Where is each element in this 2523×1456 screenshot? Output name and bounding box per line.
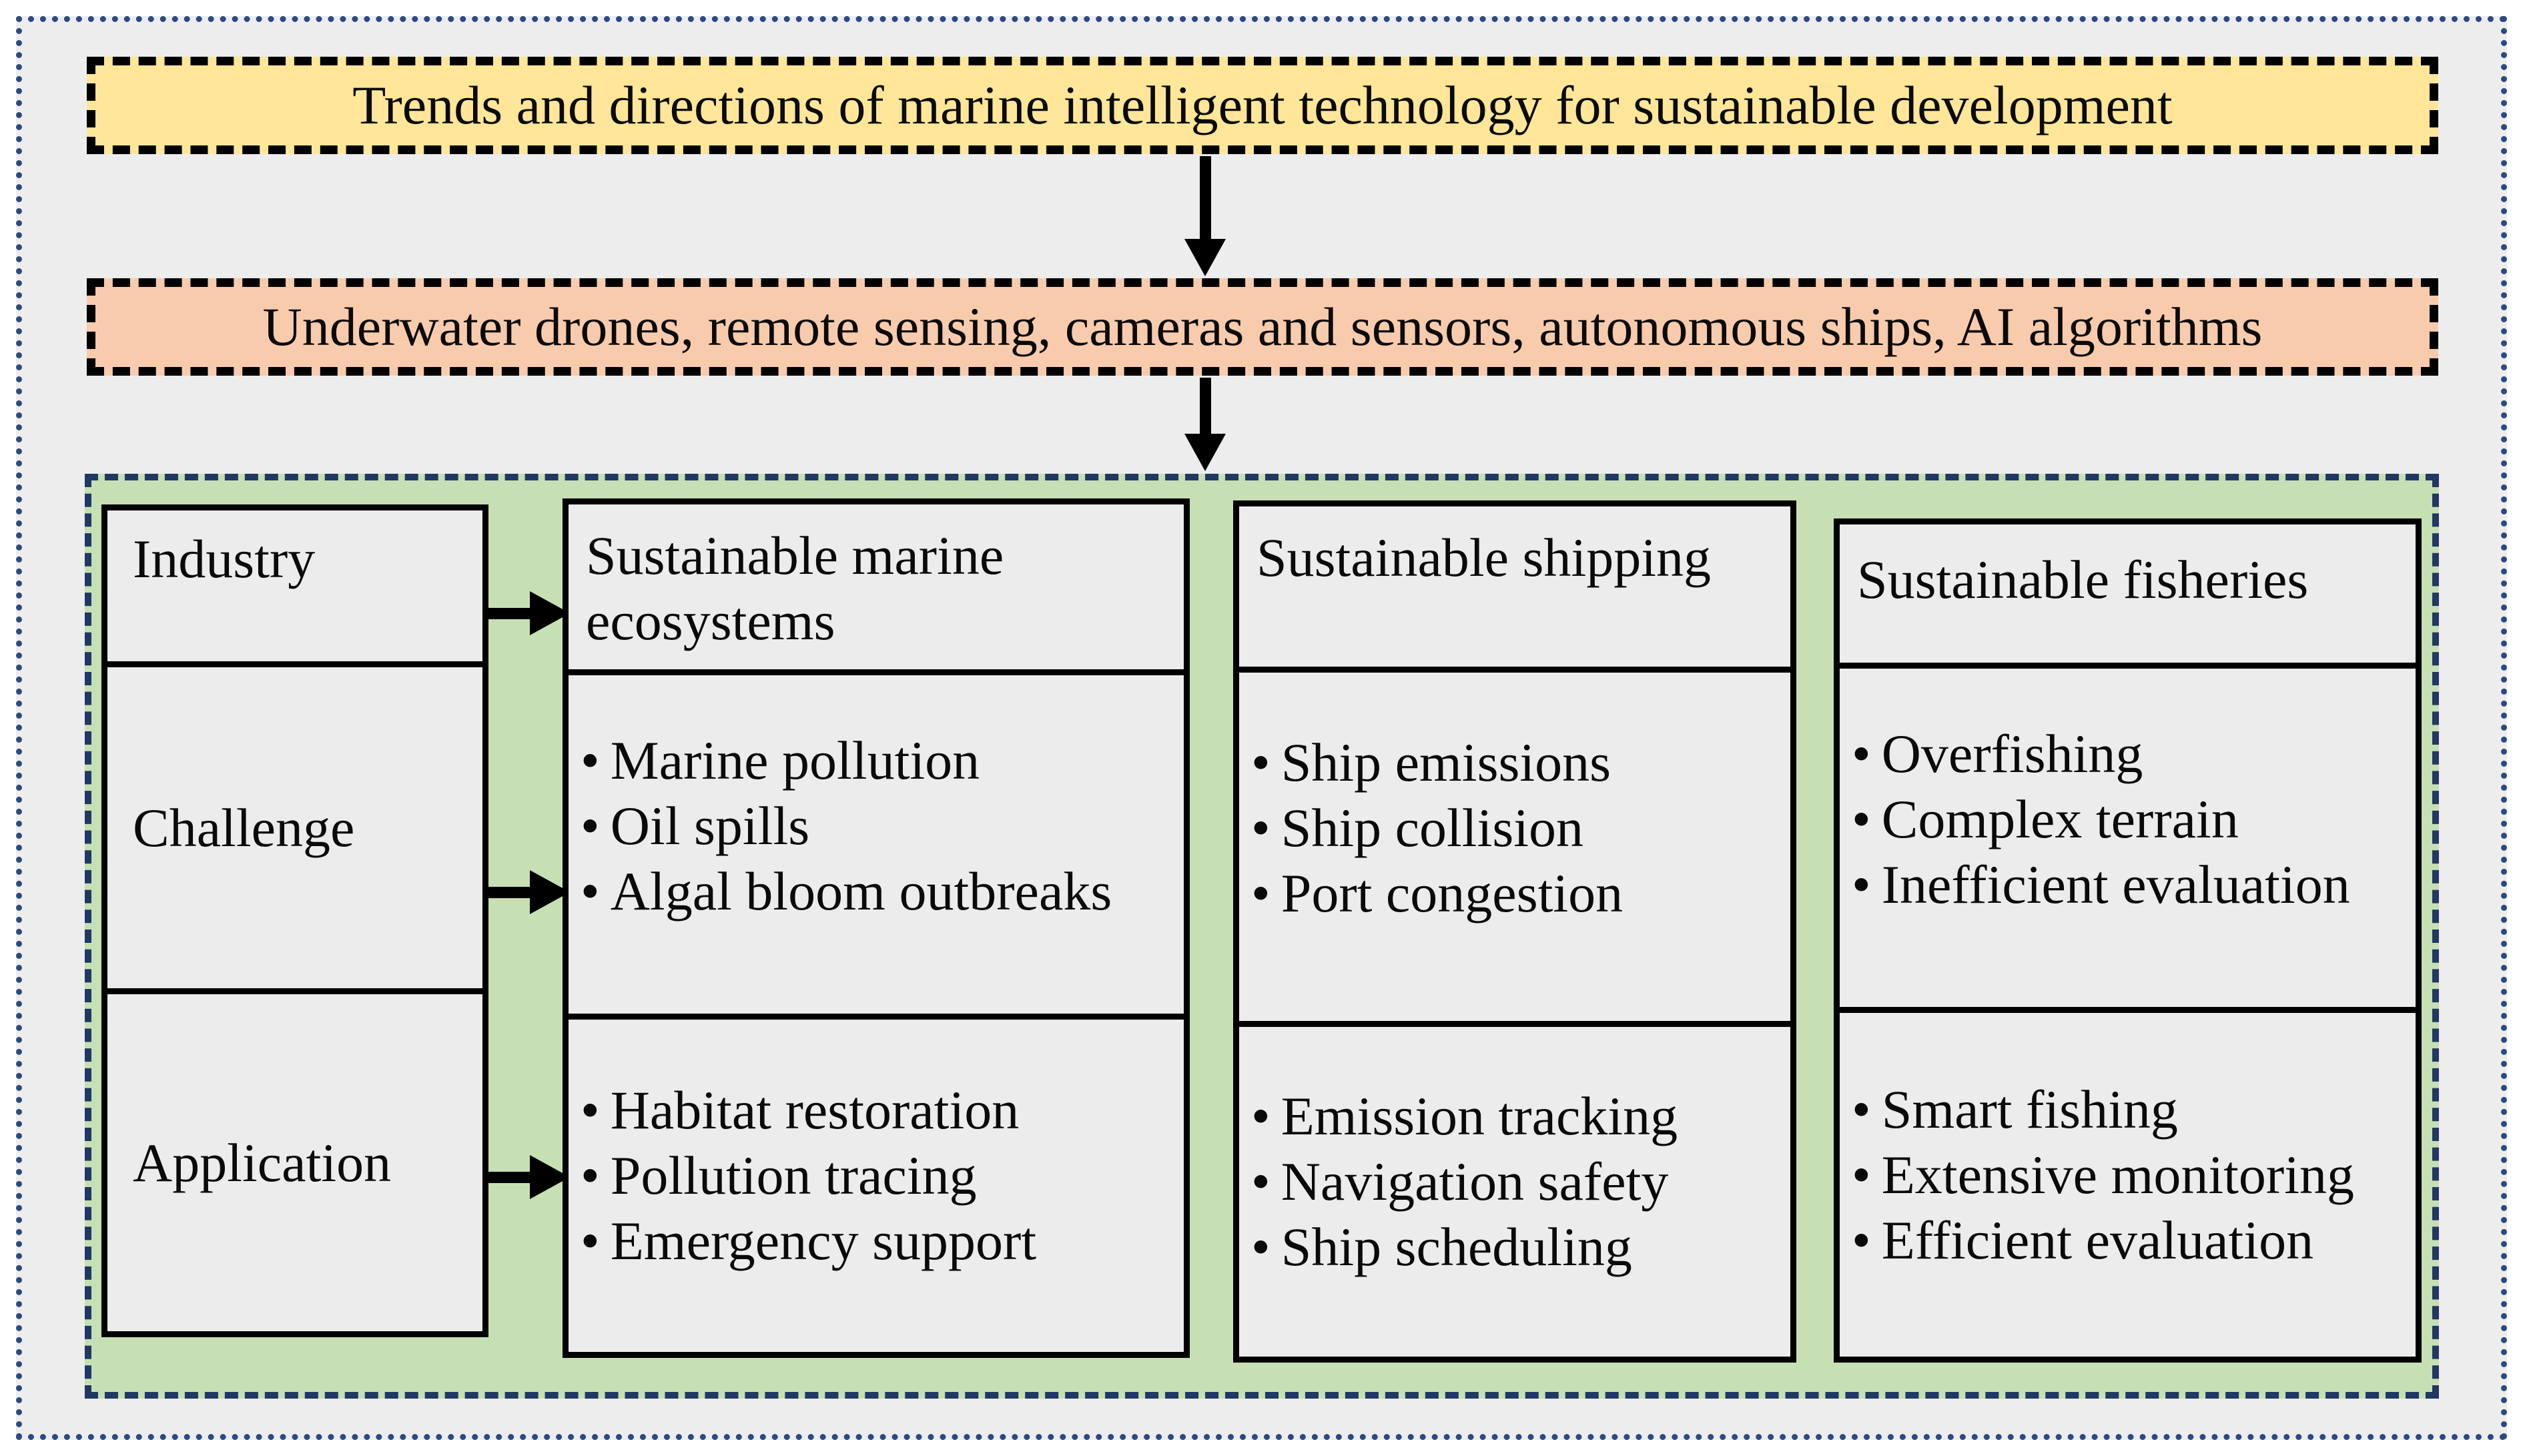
challenge-item: Oil spills: [581, 793, 1178, 859]
challenge-list: Marine pollution Oil spills Algal bloom …: [581, 728, 1178, 924]
challenge-cell: Overfishing Complex terrain Inefficient …: [1840, 669, 2416, 1013]
technology-banner-text: Underwater drones, remote sensing, camer…: [262, 296, 2263, 357]
industry-header: Sustainable marine ecosystems: [569, 504, 1184, 675]
application-item: Ship scheduling: [1251, 1214, 1785, 1280]
industry-header: Sustainable shipping: [1239, 506, 1790, 673]
down-arrow-shaft: [1200, 156, 1211, 242]
down-arrow-head: [1184, 239, 1226, 276]
row-label-text: Challenge: [133, 797, 355, 858]
industry-header: Sustainable fisheries: [1840, 524, 2416, 669]
column-shipping: Sustainable shipping Ship emissions Ship…: [1233, 500, 1796, 1363]
challenge-cell: Ship emissions Ship collision Port conge…: [1239, 673, 1790, 1027]
title-banner-text: Trends and directions of marine intellig…: [352, 75, 2173, 135]
challenge-list: Ship emissions Ship collision Port conge…: [1251, 730, 1785, 926]
challenge-item: Inefficient evaluation: [1852, 852, 2410, 918]
column-marine-ecosystems: Sustainable marine ecosystems Marine pol…: [563, 498, 1190, 1358]
challenge-item: Complex terrain: [1852, 787, 2410, 852]
challenge-item: Marine pollution: [581, 728, 1178, 793]
application-list: Emission tracking Navigation safety Ship…: [1251, 1084, 1785, 1280]
row-label-column: Industry Challenge Application: [101, 504, 488, 1337]
application-cell: Emission tracking Navigation safety Ship…: [1239, 1027, 1790, 1357]
application-item: Navigation safety: [1251, 1149, 1785, 1214]
down-arrow-head: [1184, 434, 1226, 471]
challenge-list: Overfishing Complex terrain Inefficient …: [1852, 721, 2410, 918]
challenge-item: Port congestion: [1251, 861, 1785, 926]
row-label-challenge: Challenge: [107, 667, 482, 994]
application-item: Extensive monitoring: [1852, 1142, 2410, 1208]
application-cell: Habitat restoration Pollution tracing Em…: [569, 1020, 1184, 1352]
application-item: Efficient evaluation: [1852, 1208, 2410, 1273]
right-arrow-shaft: [488, 1172, 531, 1183]
challenge-cell: Marine pollution Oil spills Algal bloom …: [569, 675, 1184, 1020]
application-item: Smart fishing: [1852, 1077, 2410, 1142]
application-cell: Smart fishing Extensive monitoring Effic…: [1840, 1013, 2416, 1357]
right-arrow-shaft: [488, 608, 531, 619]
application-item: Emission tracking: [1251, 1084, 1785, 1149]
challenge-item: Overfishing: [1852, 721, 2410, 787]
right-arrow-shaft: [488, 887, 531, 898]
column-fisheries: Sustainable fisheries Overfishing Comple…: [1834, 518, 2422, 1363]
challenge-item: Ship emissions: [1251, 730, 1785, 795]
application-list: Habitat restoration Pollution tracing Em…: [581, 1078, 1178, 1274]
application-list: Smart fishing Extensive monitoring Effic…: [1852, 1077, 2410, 1273]
application-item: Habitat restoration: [581, 1078, 1178, 1143]
row-label-industry: Industry: [107, 510, 482, 667]
technology-banner: Underwater drones, remote sensing, camer…: [87, 278, 2438, 376]
challenge-item: Algal bloom outbreaks: [581, 859, 1178, 924]
row-label-text: Application: [133, 1132, 392, 1193]
down-arrow-shaft: [1200, 378, 1211, 436]
row-label-text: Industry: [133, 528, 316, 589]
title-banner: Trends and directions of marine intellig…: [87, 57, 2438, 154]
application-item: Pollution tracing: [581, 1143, 1178, 1208]
application-item: Emergency support: [581, 1208, 1178, 1274]
challenge-item: Ship collision: [1251, 795, 1785, 861]
row-label-application: Application: [107, 994, 482, 1331]
